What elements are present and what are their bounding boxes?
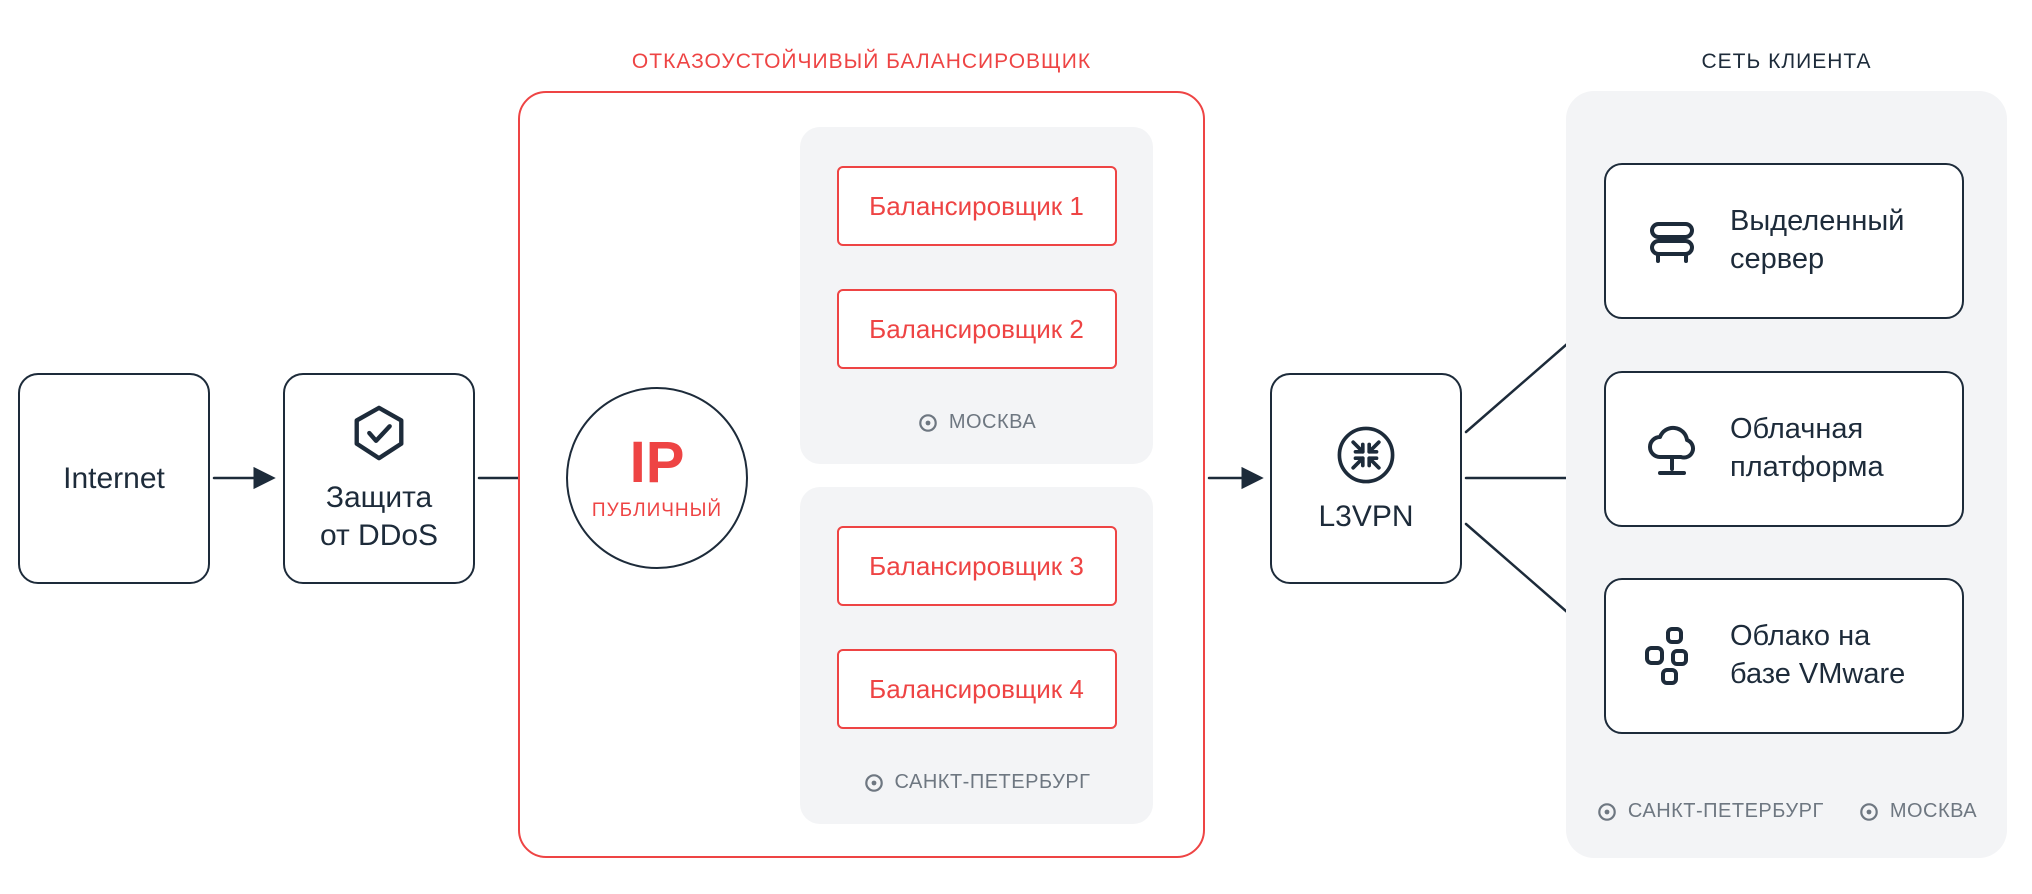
ip-sublabel: ПУБЛИЧНЫЙ [591, 500, 723, 521]
spb-location-label: САНКТ-ПЕТЕРБУРГ [894, 771, 1091, 793]
public-ip-node: IP ПУБЛИЧНЫЙ [566, 387, 748, 569]
cloud-platform-icon [1640, 417, 1704, 481]
client-location-spb-label: САНКТ-ПЕТЕРБУРГ [1627, 800, 1824, 822]
client-locations-row: САНКТ-ПЕТЕРБУРГ МОСКВА [1566, 800, 2007, 823]
balancer-4-node: Балансировщик 4 [836, 649, 1117, 729]
client-location-moscow-label: МОСКВА [1889, 800, 1978, 822]
spb-location: САНКТ-ПЕТЕРБУРГ [863, 771, 1091, 794]
shield-check-icon [348, 403, 410, 465]
moscow-balancer-panel: Балансировщик 1 Балансировщик 2 МОСКВА [800, 127, 1153, 464]
client-location-spb: САНКТ-ПЕТЕРБУРГ [1596, 800, 1824, 823]
internet-node: Internet [18, 373, 210, 584]
moscow-location-label: МОСКВА [948, 411, 1037, 433]
ip-label: IP [629, 430, 685, 495]
l3vpn-converge-icon [1333, 422, 1399, 488]
client-location-moscow: МОСКВА [1858, 800, 1977, 823]
balancer-1-label: Балансировщик 1 [869, 190, 1084, 221]
l3vpn-node: L3VPN [1270, 373, 1462, 584]
balancer-1-node: Балансировщик 1 [836, 166, 1117, 246]
location-pin-icon [1858, 801, 1880, 823]
cloud-platform-label: Облачная платформа [1730, 413, 1884, 483]
ddos-label: Защита от DDoS [319, 481, 439, 552]
location-pin-icon [917, 412, 939, 434]
location-pin-icon [1596, 801, 1618, 823]
dedicated-server-node: Выделенный сервер [1604, 163, 1964, 319]
moscow-location: МОСКВА [917, 411, 1036, 434]
balancer-3-label: Балансировщик 3 [869, 550, 1084, 581]
balancer-3-node: Балансировщик 3 [836, 526, 1117, 606]
balancer-2-label: Балансировщик 2 [869, 313, 1084, 344]
internet-label: Internet [63, 461, 165, 495]
client-network-title: СЕТЬ КЛИЕНТА [1701, 50, 1872, 73]
balancer-group-title: ОТКАЗОУСТОЙЧИВЫЙ БАЛАНСИРОВЩИК [631, 50, 1092, 73]
dedicated-server-label: Выделенный сервер [1730, 205, 1905, 275]
balancer-2-node: Балансировщик 2 [836, 289, 1117, 369]
vmware-cloud-node: Облако на базе VMware [1604, 578, 1964, 734]
vmware-cloud-label: Облако на базе VMware [1730, 620, 1906, 690]
l3vpn-label: L3VPN [1318, 499, 1414, 533]
ddos-protection-node: Защита от DDoS [283, 373, 475, 584]
cloud-platform-node: Облачная платформа [1604, 371, 1964, 527]
location-pin-icon [863, 772, 885, 794]
balancer-4-label: Балансировщик 4 [869, 673, 1084, 704]
vmware-cluster-icon [1640, 624, 1704, 688]
server-icon [1640, 209, 1704, 273]
spb-balancer-panel: Балансировщик 3 Балансировщик 4 САНКТ-ПЕ… [800, 487, 1153, 824]
